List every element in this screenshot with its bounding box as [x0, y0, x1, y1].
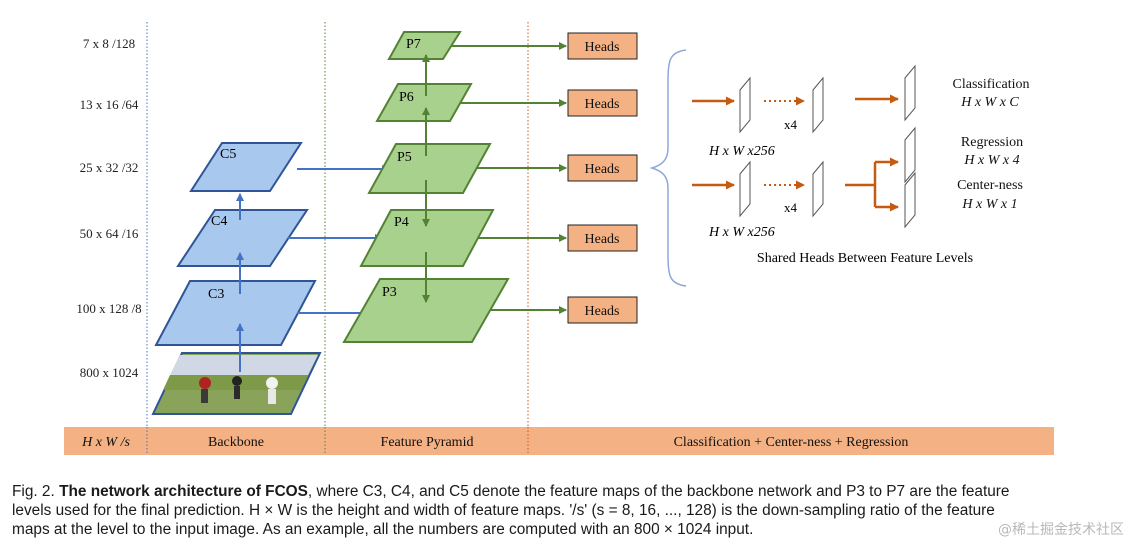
scale-labels: 7 x 8 /128 13 x 16 /64 25 x 32 /32 50 x …	[76, 36, 141, 380]
feature-map-p7	[387, 31, 462, 60]
scale-label-p3: 100 x 128 /8	[76, 301, 141, 316]
scale-label-p7: 7 x 8 /128	[83, 36, 135, 51]
output-classification-dim: H x W x C	[960, 95, 1019, 110]
output-centerness-dim: H x W x 1	[961, 197, 1017, 212]
bar-label-feature-pyramid: Feature Pyramid	[381, 435, 474, 450]
label-p5: P5	[397, 150, 412, 165]
dim-label-bottom: H x W x256	[708, 225, 775, 240]
scale-label-input: 800 x 1024	[80, 365, 139, 380]
bar-label-heads: Classification + Center-ness + Regressio…	[674, 435, 909, 450]
label-p3: P3	[382, 285, 397, 300]
bar-label-backbone: Backbone	[208, 435, 264, 450]
bar-label-scale: H x W /s	[81, 435, 130, 450]
label-p7: P7	[406, 37, 421, 52]
tensor-block-icon	[904, 64, 916, 122]
heads-label-p7: Heads	[585, 40, 620, 55]
feature-map-p5	[367, 143, 492, 194]
dim-label-top: H x W x256	[708, 144, 775, 159]
heads-boxes	[567, 32, 638, 324]
architecture-figure: 7 x 8 /128 13 x 16 /64 25 x 32 /32 50 x …	[64, 22, 1054, 455]
heads-box-p3	[567, 296, 638, 324]
repeat-x4-top: x4	[784, 117, 798, 132]
tensor-block-icon	[904, 171, 916, 229]
tensor-block-icon	[812, 76, 824, 134]
label-c3: C3	[208, 287, 224, 302]
scale-label-p4: 50 x 64 /16	[80, 226, 139, 241]
heads-box-p6	[567, 89, 638, 117]
feature-map-p3	[342, 278, 510, 343]
output-centerness-label: Center-ness	[957, 178, 1023, 193]
label-c4: C4	[211, 214, 227, 229]
label-p4: P4	[394, 215, 409, 230]
caption-line2: levels used for the final prediction. H …	[12, 502, 995, 519]
caption-fig-label: Fig. 2.	[12, 483, 55, 500]
figure-caption: Fig. 2. The network architecture of FCOS…	[12, 482, 1124, 539]
input-image	[151, 352, 322, 415]
output-classification-label: Classification	[953, 77, 1030, 92]
brace-icon	[649, 49, 687, 287]
heads-box-p4	[567, 224, 638, 252]
output-regression-dim: H x W x 4	[963, 153, 1019, 168]
caption-title: The network architecture of FCOS	[59, 483, 308, 500]
feature-map-c3	[154, 280, 317, 346]
tensor-block-icon	[739, 76, 751, 134]
label-p6: P6	[399, 90, 414, 105]
shared-heads-regression-branch	[692, 126, 916, 229]
feature-map-p6	[375, 83, 473, 122]
tensor-block-icon	[739, 160, 751, 218]
caption-line3: maps at the level to the input image. As…	[12, 521, 754, 538]
output-regression-label: Regression	[961, 135, 1023, 150]
label-c5: C5	[220, 147, 236, 162]
tensor-block-icon	[904, 126, 916, 184]
heads-label-p5: Heads	[585, 162, 620, 177]
tensor-block-icon	[812, 160, 824, 218]
scale-label-p5: 25 x 32 /32	[80, 160, 139, 175]
shared-heads-caption: Shared Heads Between Feature Levels	[757, 251, 973, 266]
shared-heads-classification-branch	[692, 64, 916, 134]
bottom-bar	[64, 427, 1054, 455]
feature-map-c5	[189, 142, 303, 192]
feature-map-c4	[176, 209, 309, 267]
watermark: @稀土掘金技术社区	[998, 522, 1124, 538]
heads-label-p6: Heads	[585, 97, 620, 112]
repeat-x4-bottom: x4	[784, 200, 798, 215]
scale-label-p6: 13 x 16 /64	[80, 97, 139, 112]
heads-label-p4: Heads	[585, 232, 620, 247]
caption-line1: , where C3, C4, and C5 denote the featur…	[307, 483, 1010, 500]
feature-map-p4	[359, 209, 495, 267]
heads-box-p5	[567, 154, 638, 182]
heads-box-p7	[567, 32, 638, 60]
heads-label-p3: Heads	[585, 304, 620, 319]
